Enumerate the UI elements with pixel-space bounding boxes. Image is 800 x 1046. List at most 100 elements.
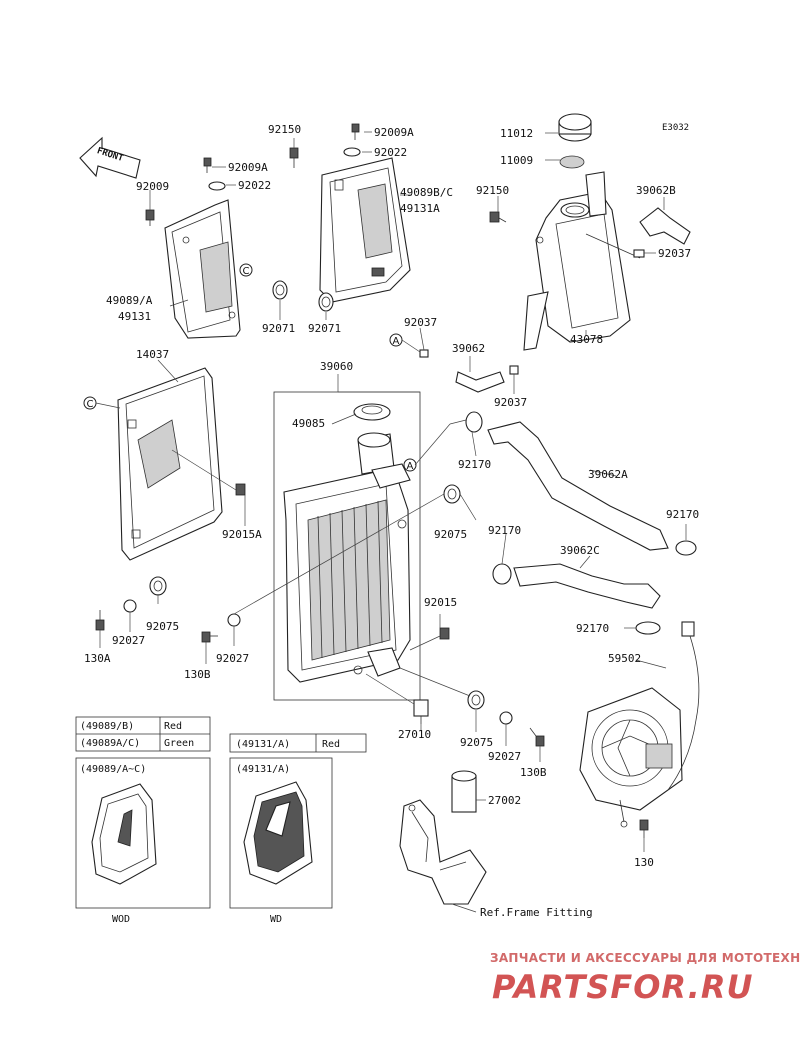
leader-lines — [95, 131, 687, 913]
bolt-130b-left — [201, 631, 218, 643]
bolt-92150-top — [289, 147, 299, 168]
label-130a: 130A — [84, 652, 111, 665]
watermark-brand: PARTSFOR.RU — [492, 968, 753, 1006]
legend-right: (49131/A) Red (49131/A) WD — [229, 733, 367, 925]
callout-c-left: C — [83, 396, 97, 410]
radiator-screen — [117, 367, 223, 561]
bolt-92009 — [145, 209, 155, 226]
label-ref-frame: Ref.Frame Fitting — [480, 906, 593, 919]
svg-text:C: C — [243, 266, 250, 277]
clip-92015 — [439, 627, 450, 640]
hose-39062a — [487, 421, 669, 551]
label-49085: 49085 — [292, 417, 325, 430]
legend-left-caption: WOD — [112, 914, 130, 925]
label-59502: 59502 — [608, 652, 641, 665]
grommet-92075-left — [149, 576, 167, 596]
callout-a-clip: A — [389, 333, 403, 347]
legend-right-row1-code: (49131/A) — [236, 739, 290, 750]
label-39062a: 39062A — [588, 468, 628, 481]
bolt-92009a-top — [351, 123, 360, 140]
diagram-code: E3032 — [662, 123, 689, 133]
grommet-92075-bottom — [467, 690, 485, 710]
clip-92037-a — [419, 349, 429, 358]
legend-right-caption: WD — [270, 914, 282, 925]
clip-92015a — [235, 483, 246, 496]
label-27010: 27010 — [398, 728, 431, 741]
callout-c-shroud: C — [239, 263, 253, 277]
label-39060: 39060 — [320, 360, 353, 373]
watermark-tagline: ЗАПЧАСТИ И АКСЕССУАРЫ ДЛЯ МОТОТЕХНИКИ — [490, 951, 800, 965]
clip-92037-tank — [633, 249, 645, 258]
reservoir-tank — [523, 171, 641, 351]
label-92037-mid: 92037 — [494, 396, 527, 409]
washer-92022-left — [208, 181, 226, 191]
label-92009a-top: 92009A — [374, 126, 414, 139]
legend-right-row1-color: Red — [322, 739, 340, 750]
bolt-92009a-left — [203, 157, 212, 173]
legend-left-row1-color: Red — [164, 721, 182, 732]
grommet-92071-left — [272, 280, 288, 300]
label-92015a: 92015A — [222, 528, 262, 541]
reservoir-cap — [558, 113, 592, 142]
label-92170-c: 92170 — [488, 524, 521, 537]
label-11012: 11012 — [500, 127, 533, 140]
clamp-92170-b — [675, 540, 697, 556]
label-39062b: 39062B — [636, 184, 676, 197]
label-92071-left: 92071 — [262, 322, 295, 335]
label-92037-a: 92037 — [404, 316, 437, 329]
label-92150-tank: 92150 — [476, 184, 509, 197]
clamp-92170-c — [492, 563, 512, 585]
label-27002: 27002 — [488, 794, 521, 807]
bolt-130b-right — [529, 727, 545, 747]
grommet-92075-right — [443, 484, 461, 504]
label-130: 130 — [634, 856, 654, 869]
right-shroud — [319, 157, 411, 303]
washer-92022-top — [343, 147, 361, 157]
label-130b-left: 130B — [184, 668, 211, 681]
collar-92027-mid — [227, 613, 241, 627]
grommet-92071-right — [318, 292, 334, 312]
label-49089a: 49089/A — [106, 294, 153, 307]
radiator-cap — [353, 403, 391, 421]
legend-left-row2-code: (49089A/C) — [80, 738, 140, 749]
left-shroud — [164, 199, 241, 339]
label-11009: 11009 — [500, 154, 533, 167]
bracket-ref-frame — [399, 799, 487, 905]
label-43078: 43078 — [570, 333, 603, 346]
fan-switch-27002 — [451, 770, 477, 813]
radiator — [283, 432, 411, 683]
bolt-130a — [95, 610, 105, 631]
label-92150-top: 92150 — [268, 123, 301, 136]
legend-left-range: (49089/A~C) — [80, 764, 146, 775]
label-39062: 39062 — [452, 342, 485, 355]
label-130b-right: 130B — [520, 766, 547, 779]
label-14037: 14037 — [136, 348, 169, 361]
collar-92027-left — [123, 599, 137, 613]
label-39062c: 39062C — [560, 544, 600, 557]
label-92027-mid: 92027 — [216, 652, 249, 665]
legend-left-row2-color: Green — [164, 738, 194, 749]
label-92170-b: 92170 — [666, 508, 699, 521]
label-92022-left: 92022 — [238, 179, 271, 192]
label-92009a-left: 92009A — [228, 161, 268, 174]
cap-gasket — [559, 155, 585, 169]
hose-39062c — [513, 563, 661, 609]
label-92075-right: 92075 — [434, 528, 467, 541]
label-92022-top: 92022 — [374, 146, 407, 159]
bolt-130 — [639, 819, 649, 838]
label-92170-a: 92170 — [458, 458, 491, 471]
label-92075-left: 92075 — [146, 620, 179, 633]
label-92027-left: 92027 — [112, 634, 145, 647]
clip-92037-mid — [509, 365, 519, 375]
label-92071-right: 92071 — [308, 322, 341, 335]
thermo-switch-27010 — [413, 699, 429, 724]
svg-text:C: C — [87, 399, 94, 410]
svg-text:A: A — [393, 336, 400, 347]
label-49089bc: 49089B/C — [400, 186, 453, 199]
legend-right-range: (49131/A) — [236, 764, 290, 775]
label-92027-bottom: 92027 — [488, 750, 521, 763]
legend-left: (49089/B) Red (49089A/C) Green (49089/A~… — [75, 716, 211, 925]
label-92170-d: 92170 — [576, 622, 609, 635]
clamp-92170-d — [635, 621, 661, 635]
